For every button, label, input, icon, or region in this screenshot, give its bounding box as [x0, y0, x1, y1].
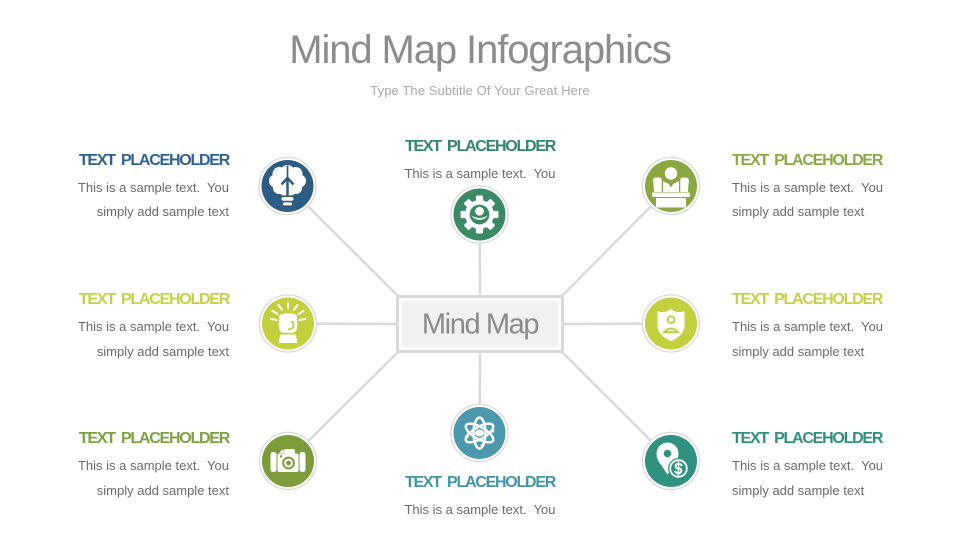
svg-text:Mind Map: Mind Map — [422, 309, 538, 341]
